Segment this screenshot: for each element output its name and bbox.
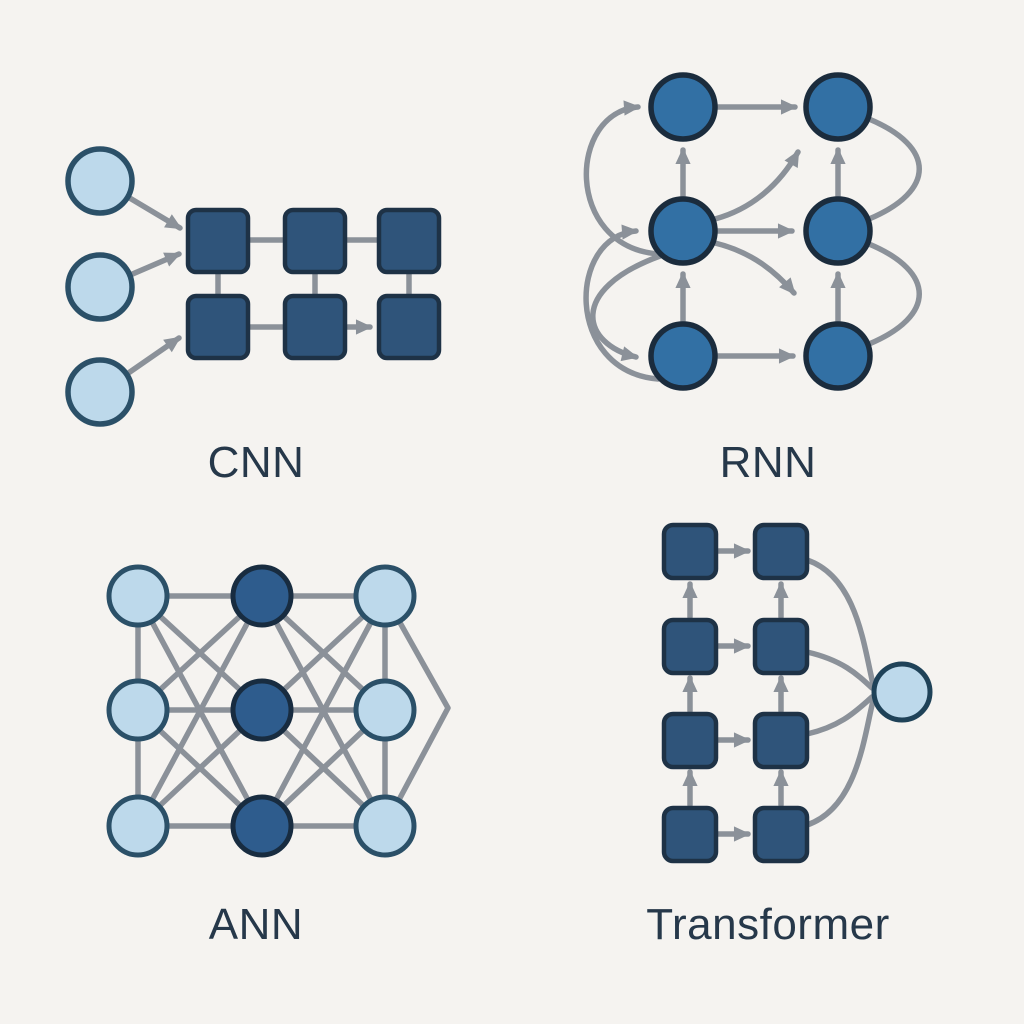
rnn-edge: [866, 116, 922, 222]
rnn-edge: [712, 149, 801, 222]
ann-node-circle: [353, 564, 417, 628]
cnn-edge: [124, 335, 182, 377]
ann-node-circle: [106, 678, 170, 742]
rnn-node-circle: [803, 72, 873, 142]
cnn-diagram: [65, 146, 442, 427]
rnn-edge: [590, 253, 663, 362]
cnn-node-rect: [282, 207, 348, 275]
cnn-node-circle: [65, 252, 135, 322]
ann-node-circle: [106, 794, 170, 858]
cnn-node-rect: [376, 207, 442, 275]
transformer-node-rect: [661, 617, 719, 676]
rnn-edge: [583, 100, 661, 257]
transformer-node-rect: [752, 711, 810, 770]
cnn-node-rect: [185, 207, 251, 275]
transformer-node-circle: [871, 661, 933, 723]
transformer-edge: [804, 649, 875, 691]
rnn-edge: [866, 241, 922, 347]
cnn-node-rect: [185, 293, 251, 361]
rnn-edge: [712, 240, 797, 296]
ann-node-circle: [353, 794, 417, 858]
ann-edge: [135, 593, 265, 829]
ann-edge: [382, 593, 451, 829]
ann-diagram: [106, 564, 451, 858]
transformer-edge: [804, 694, 875, 737]
cnn-label: CNN: [207, 438, 305, 487]
transformer-label: Transformer: [646, 900, 890, 949]
ann-node-circle: [230, 564, 294, 628]
transformer-node-rect: [661, 522, 719, 581]
transformer-edge: [804, 698, 876, 828]
ann-node-circle: [106, 564, 170, 628]
ann-node-circle: [353, 678, 417, 742]
cnn-node-rect: [282, 293, 348, 361]
cnn-node-rect: [376, 293, 442, 361]
rnn-node-circle: [648, 321, 718, 391]
transformer-node-rect: [661, 805, 719, 864]
transformer-diagram: [661, 522, 933, 864]
cnn-node-circle: [65, 357, 135, 427]
transformer-node-rect: [752, 805, 810, 864]
rnn-label: RNN: [719, 438, 817, 487]
cnn-edge: [125, 251, 182, 279]
ann-node-circle: [230, 794, 294, 858]
ann-label: ANN: [208, 900, 304, 949]
rnn-diagram: [583, 72, 922, 391]
transformer-edge: [804, 557, 876, 687]
rnn-node-circle: [803, 321, 873, 391]
ann-edge: [259, 593, 388, 829]
rnn-node-circle: [803, 196, 873, 266]
ann-node-circle: [230, 678, 294, 742]
transformer-node-rect: [752, 522, 810, 581]
rnn-node-circle: [648, 196, 718, 266]
cnn-edge: [125, 194, 183, 231]
rnn-edge: [583, 224, 661, 382]
transformer-node-rect: [752, 617, 810, 676]
rnn-node-circle: [648, 72, 718, 142]
transformer-node-rect: [661, 711, 719, 770]
cnn-node-circle: [65, 146, 135, 216]
